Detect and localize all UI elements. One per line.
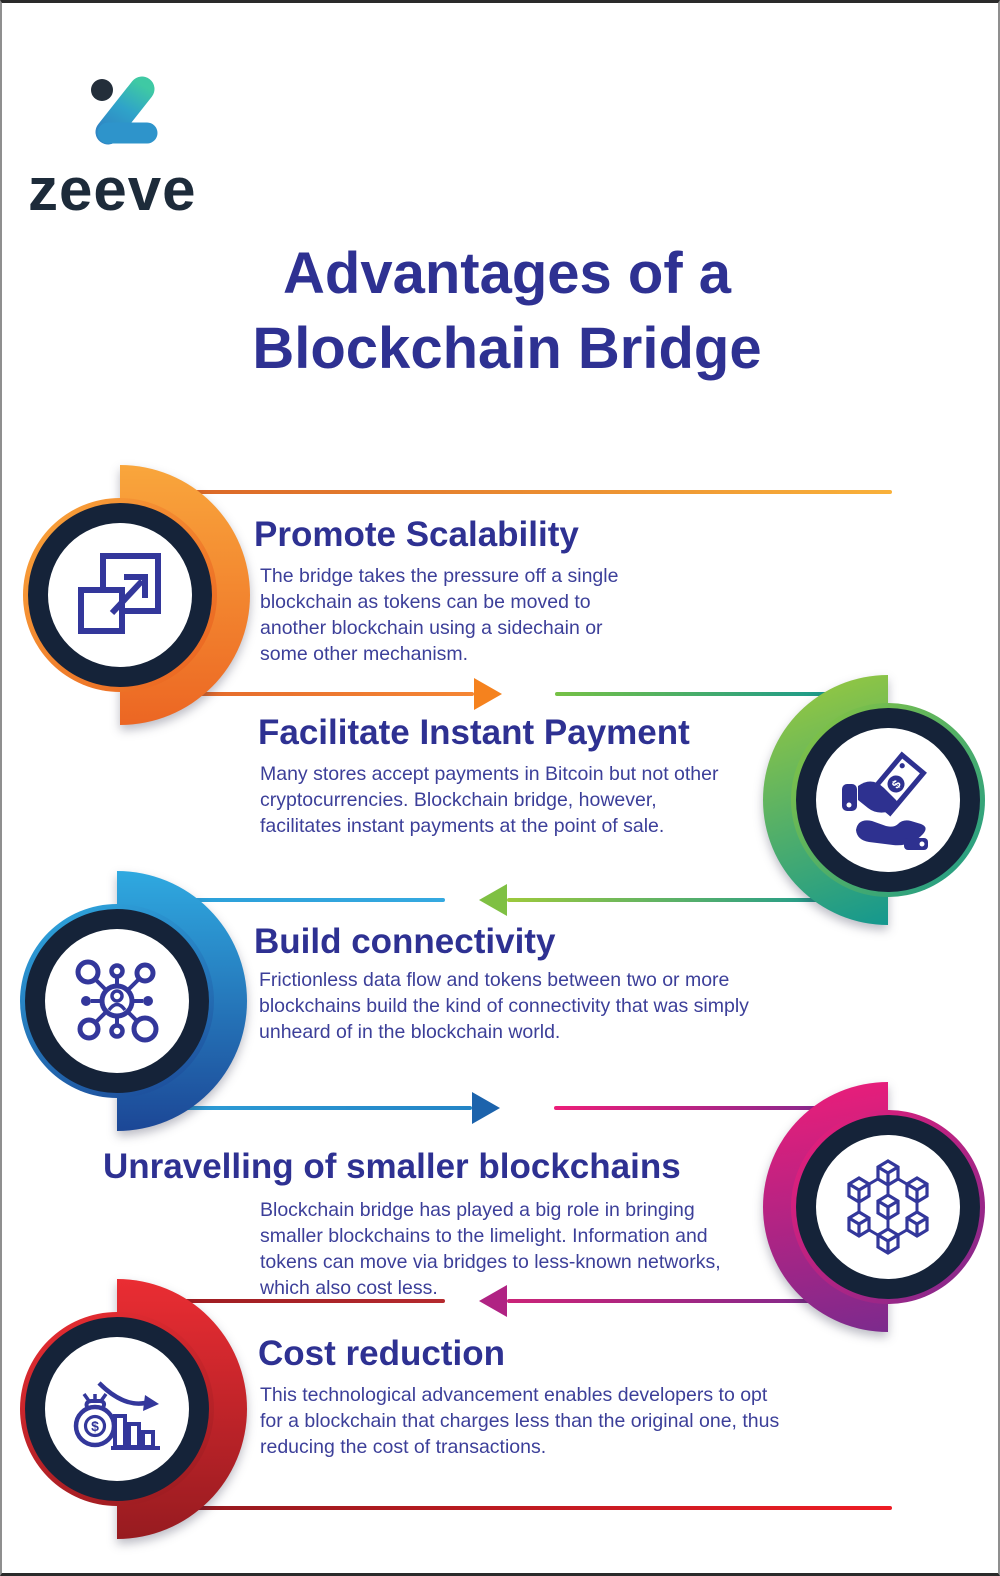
- connector-line-1to2-left: [142, 692, 474, 696]
- section-body-connectivity: Frictionless data flow and tokens betwee…: [259, 969, 749, 1043]
- connector-line-3to4-right: [554, 1106, 832, 1110]
- section-title-cost: Cost reduction: [258, 1334, 505, 1373]
- page-title-line1: Advantages of a: [283, 241, 731, 306]
- blockchain-cubes-icon: [847, 1159, 929, 1255]
- section-body-cost: This technological advancement enables d…: [260, 1384, 780, 1458]
- section-title-smaller-chains: Unravelling of smaller blockchains: [103, 1147, 681, 1186]
- connector-line-1to2-right: [555, 692, 827, 696]
- connector-line-2to3-right: [507, 898, 832, 902]
- arrowhead-right-1to2: [474, 678, 502, 710]
- section-title-scalability: Promote Scalability: [254, 515, 579, 554]
- money-bag-chart-icon: $: [73, 1381, 160, 1450]
- section-body-payment: Many stores accept payments in Bitcoin b…: [260, 763, 719, 837]
- expand-icon: [78, 553, 161, 634]
- connector-line-4to5-left: [152, 1299, 445, 1303]
- arrowhead-right-3to4: [472, 1092, 500, 1124]
- section-title-payment: Facilitate Instant Payment: [258, 713, 690, 752]
- page-title: Advantages of a Blockchain Bridge: [97, 236, 917, 386]
- connector-line-top: [142, 490, 892, 494]
- svg-text:$: $: [91, 1418, 99, 1434]
- cost-badge-core: [45, 1337, 189, 1481]
- arrowhead-left-4to5: [479, 1285, 507, 1317]
- connector-line-4to5-right: [507, 1299, 832, 1303]
- brand-wordmark: zeeve: [28, 156, 197, 223]
- hand-payment-icon: $: [842, 751, 928, 850]
- connector-line-bottom: [142, 1506, 892, 1510]
- connector-line-2to3-left: [152, 898, 445, 902]
- section-body-scalability: The bridge takes the pressure off a sing…: [260, 565, 619, 665]
- section-body-smaller-chains: Blockchain bridge has played a big role …: [260, 1199, 721, 1299]
- network-hub-icon: [75, 959, 159, 1043]
- zeeve-logo-icon: [91, 76, 158, 145]
- section-title-connectivity: Build connectivity: [254, 922, 556, 961]
- connector-line-3to4-left: [152, 1106, 472, 1110]
- arrowhead-left-2to3: [479, 884, 507, 916]
- page-title-line2: Blockchain Bridge: [252, 316, 762, 381]
